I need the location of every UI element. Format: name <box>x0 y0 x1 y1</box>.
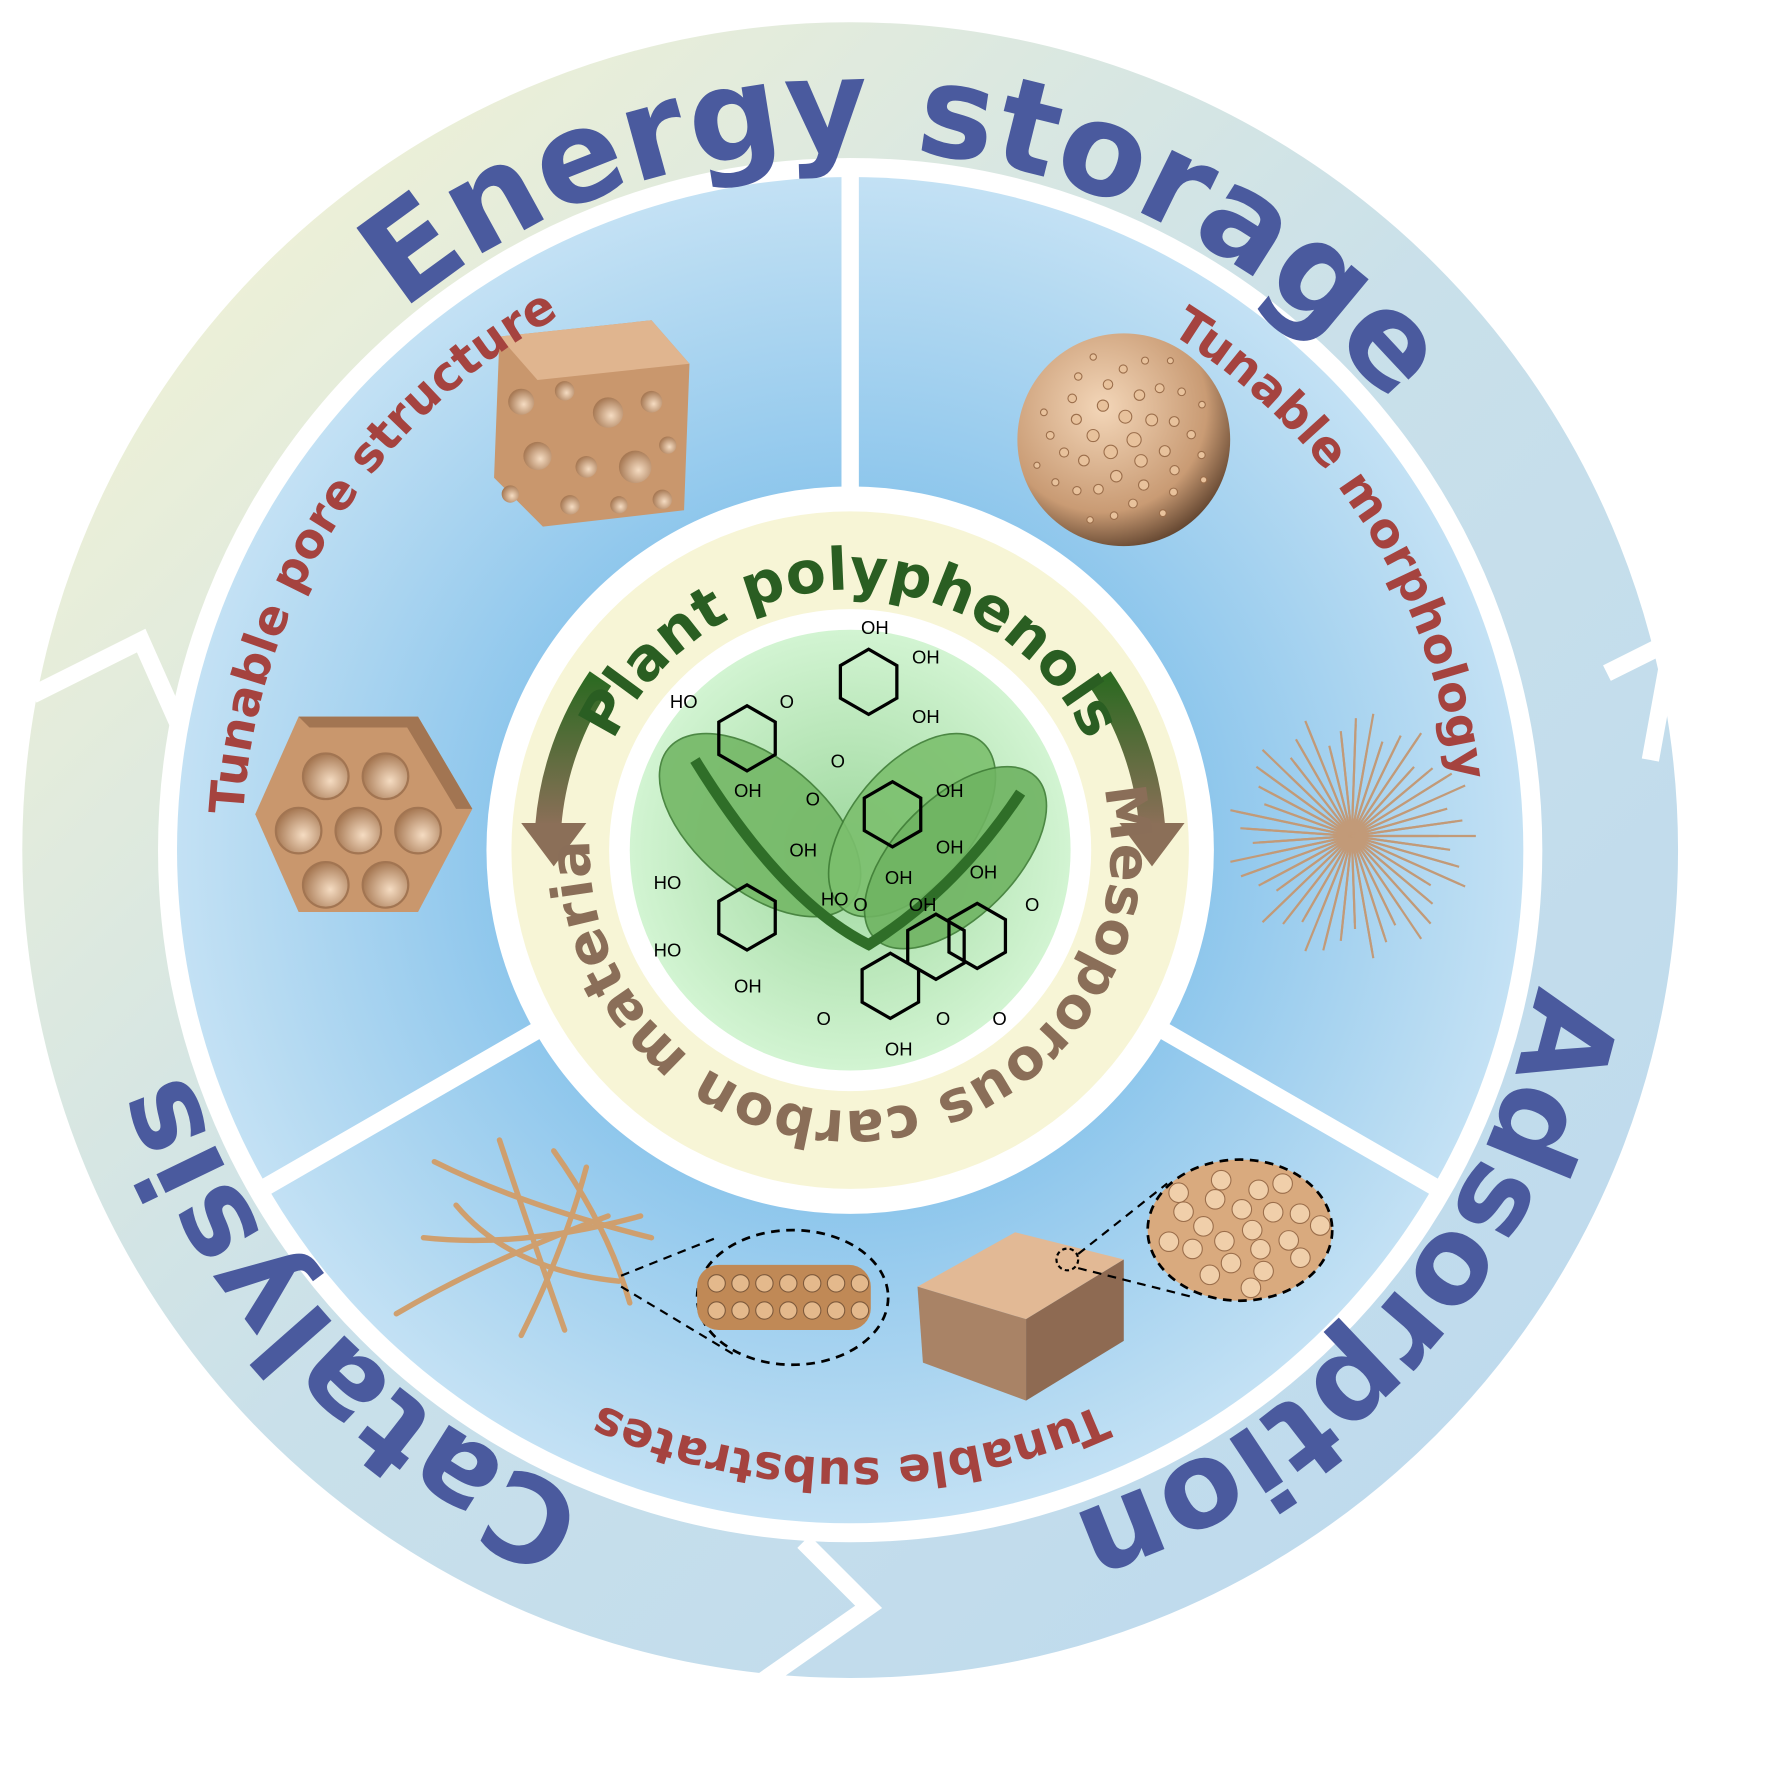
dimpled-sphere-icon <box>1017 333 1231 547</box>
chem-label: OH <box>789 840 817 861</box>
chem-label: HO <box>654 872 682 893</box>
chem-label: O <box>831 751 845 772</box>
chem-label: OH <box>861 617 889 638</box>
chem-label: OH <box>912 706 940 727</box>
leaves-icon <box>658 732 1048 951</box>
chem-label: OH <box>734 780 762 801</box>
chem-label: OH <box>885 867 913 888</box>
chem-label: OH <box>970 861 998 882</box>
benzene-ring <box>947 901 1008 971</box>
benzene-ring <box>717 882 777 952</box>
porous-fiber-zoom-icon <box>620 1228 890 1367</box>
chem-label: O <box>936 1008 950 1029</box>
arrow-right-icon <box>1089 671 1185 867</box>
chem-label: OH <box>909 894 937 915</box>
benzene-ring <box>906 912 966 982</box>
chem-label: O <box>992 1008 1006 1029</box>
chem-label: O <box>853 894 867 915</box>
chem-label: O <box>780 691 794 712</box>
chem-label: HO <box>670 691 698 712</box>
hexagonal-channel-icon <box>255 716 473 913</box>
porous-cube-icon <box>494 320 690 527</box>
urchin-spikes-icon <box>1230 713 1476 959</box>
fiber-network-icon <box>393 1137 655 1339</box>
chem-label: HO <box>654 940 682 961</box>
chem-label: O <box>806 789 820 810</box>
arrow-left-icon <box>521 671 612 867</box>
chem-label: OH <box>936 836 964 857</box>
sector-dividers <box>261 173 1439 1195</box>
porous-block-icon <box>917 1158 1334 1401</box>
chem-label: OH <box>734 975 762 996</box>
chem-label: OH <box>936 780 964 801</box>
polyphenol-structures <box>717 647 1008 1021</box>
chem-label: O <box>817 1008 831 1029</box>
benzene-ring <box>838 647 899 717</box>
chem-label: O <box>1025 894 1039 915</box>
chem-label: OH <box>912 646 940 667</box>
outer-application-ring <box>22 22 1684 1690</box>
chem-label: OH <box>885 1038 913 1059</box>
chem-label: HO <box>821 889 849 910</box>
benzene-ring <box>717 703 777 773</box>
benzene-ring <box>862 779 923 849</box>
